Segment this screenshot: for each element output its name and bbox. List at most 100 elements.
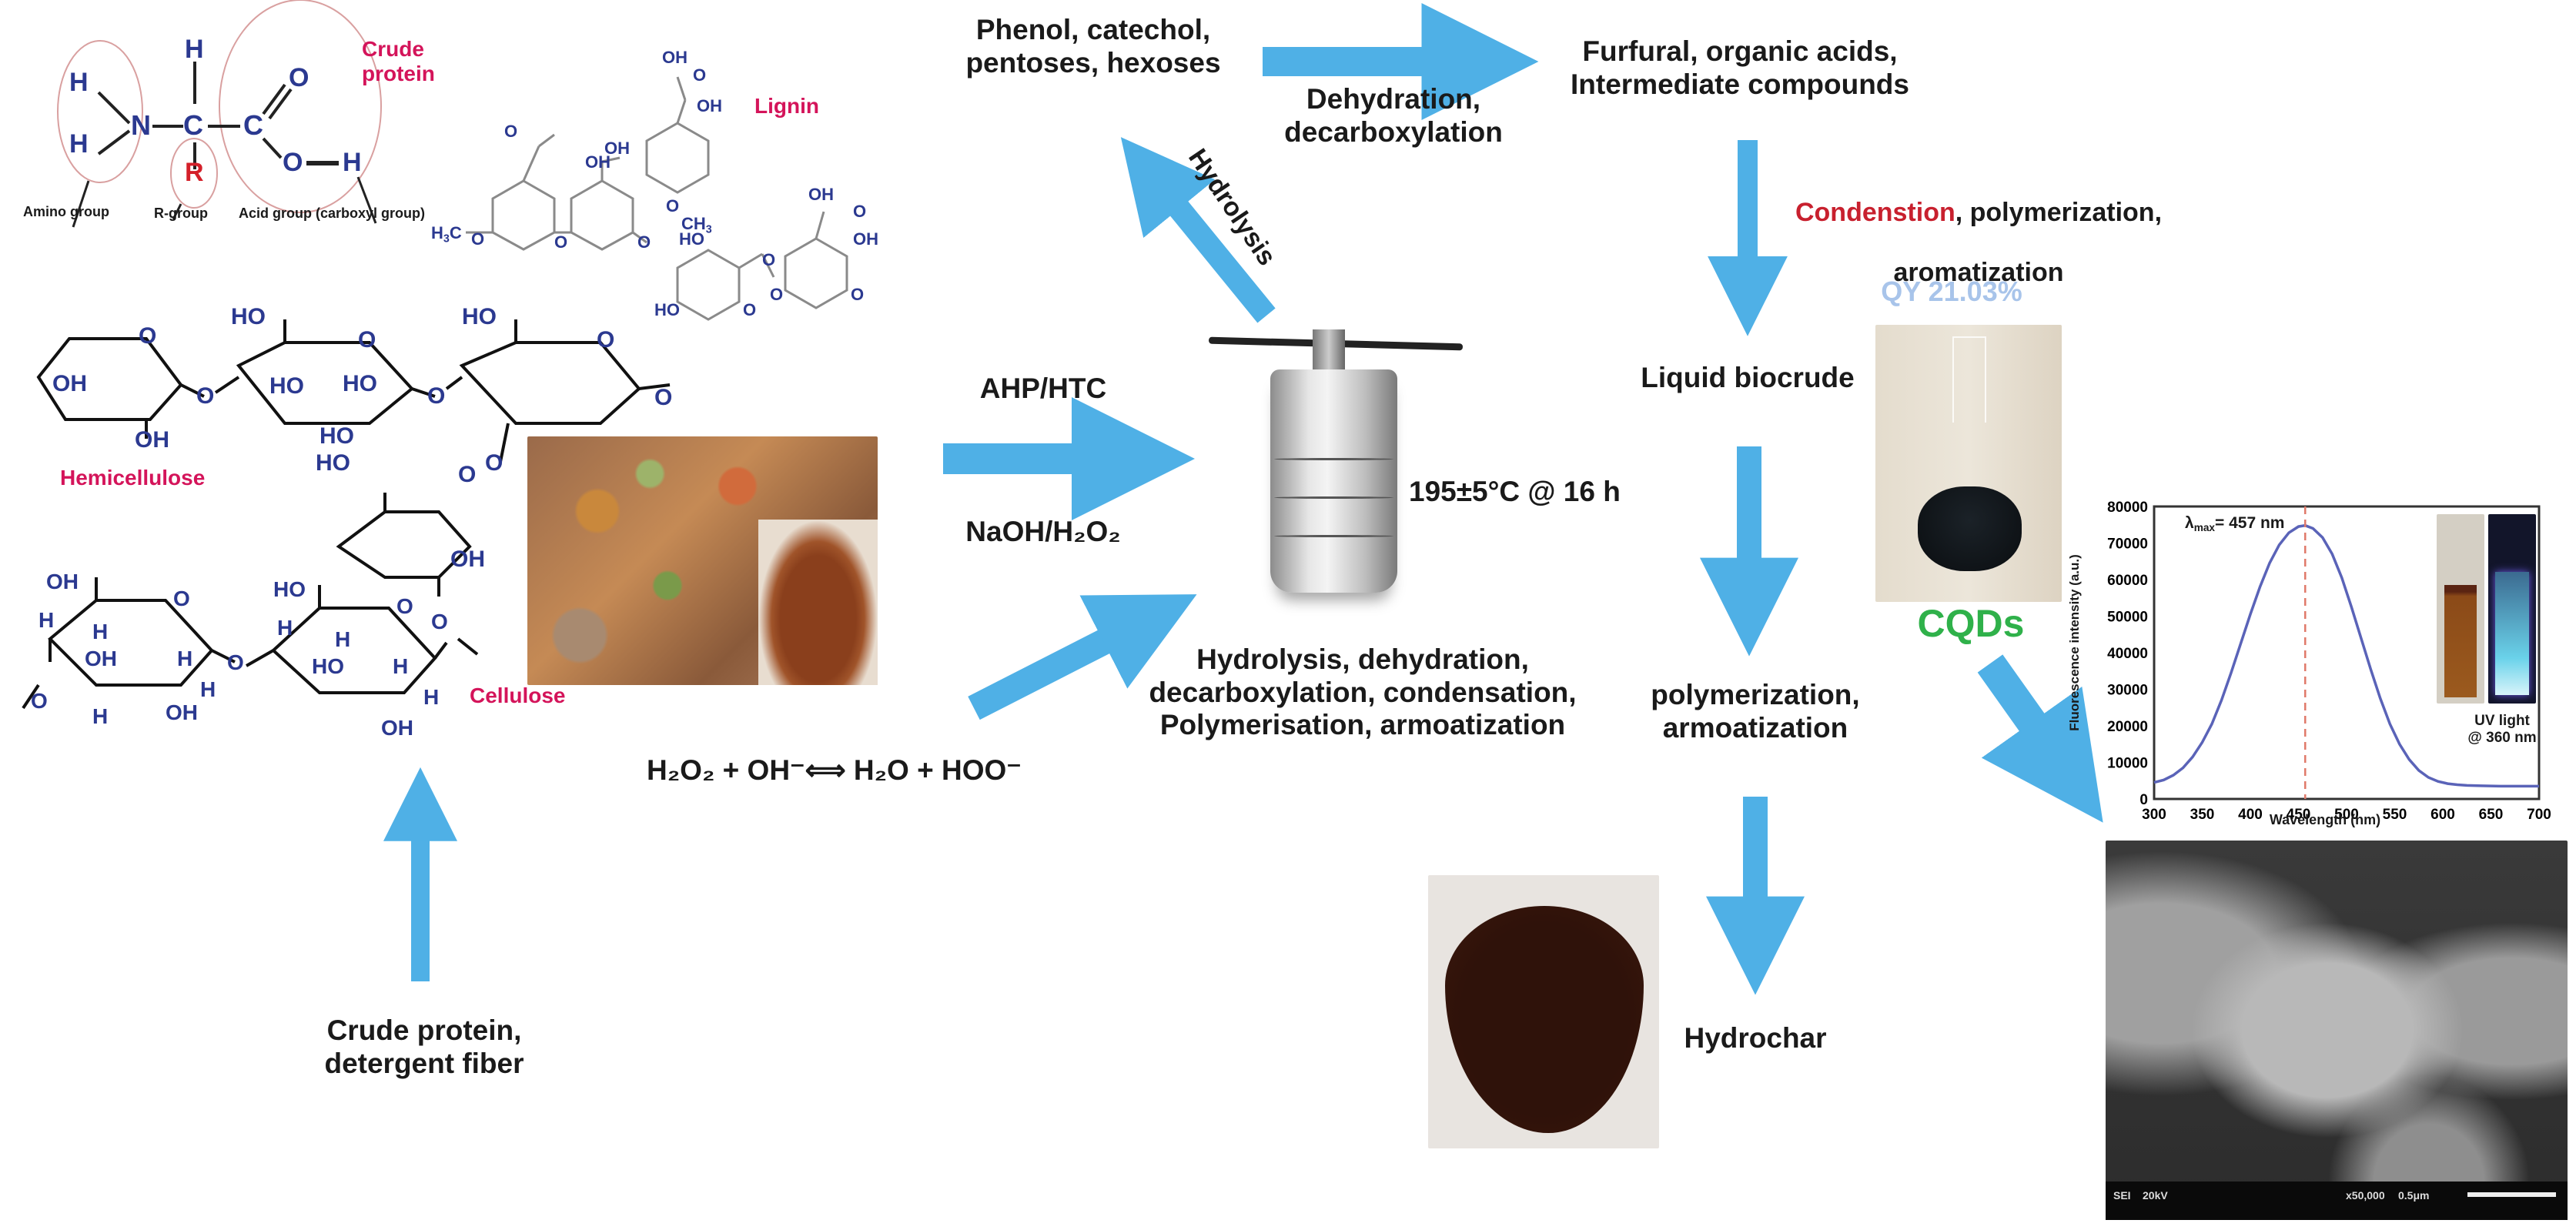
arrow-cqds-to-chart (1977, 654, 2103, 823)
alkaline-equation: H₂O₂ + OH⁻⟺ H₂O + HOO⁻ (647, 754, 1022, 786)
cuvette-uv-photo (2488, 514, 2536, 704)
atom-label: O (458, 462, 477, 487)
y-tick-label: 10000 (2107, 756, 2148, 772)
x-tick-label: 500 (2334, 807, 2359, 823)
reactor-ring (1274, 458, 1393, 460)
sem-info-bar: SEI 20kV x50,000 0.5μm (2106, 1182, 2568, 1220)
flask-neck (1952, 336, 1986, 423)
atom-label: O (431, 610, 448, 633)
y-tick-label: 20000 (2107, 719, 2148, 735)
atom-label: O (666, 196, 680, 216)
hydrochar-label: Hydrochar (1684, 1022, 1827, 1054)
atom-label: O (743, 300, 757, 319)
atom-label: OH (697, 96, 722, 115)
atom-h: H (69, 68, 89, 97)
atom-label: H (92, 704, 109, 728)
y-tick-label: 0 (2139, 792, 2148, 808)
chart-annotation: λmax= 457 nm (2185, 514, 2285, 534)
atom-label: H3C (431, 223, 462, 246)
atom-label: O (31, 689, 48, 713)
atom-label: O (637, 232, 651, 252)
atom-label: OH (46, 570, 79, 593)
atom-label: OH (52, 371, 87, 396)
atom-label: HO (316, 450, 350, 476)
atom-c: C (183, 109, 203, 141)
lignin-structure: O OH OH OH O OH H3C O O O O CH3 OH O OH … (431, 31, 893, 323)
atom-label: H (335, 627, 351, 651)
atom-label: OH (604, 139, 630, 158)
atom-label: HO (231, 304, 266, 329)
sem-scale-text: 0.5μm (2398, 1189, 2430, 1202)
atom-label: O (196, 383, 215, 409)
atom-label: O (485, 450, 503, 476)
y-tick-label: 40000 (2107, 646, 2148, 662)
acid-group-ring (219, 0, 382, 213)
condensation-label: Condenstion, polymerization, aromatizati… (1763, 168, 2194, 288)
cellulose-structure: OH HO O O O H H OH H H O O H OH H H HO H… (15, 570, 570, 754)
liquid-biocrude-label: Liquid biocrude (1641, 362, 1855, 393)
sem-scale-bar (2467, 1192, 2556, 1197)
atom-h: H (185, 35, 204, 64)
atom-label: O (227, 650, 244, 674)
atom-label: H (277, 616, 293, 640)
atom-label: HO (679, 229, 704, 249)
arrow-hydrolysis (1120, 137, 1276, 323)
reactor-condition: 195±5°C @ 16 h (1409, 476, 1621, 507)
atom-label: O (427, 383, 446, 409)
atom-label: OH (381, 716, 413, 740)
crude-protein-structure: H H N C H R C O O H Crude protein Amino … (15, 0, 435, 231)
y-tick-label: 80000 (2107, 500, 2148, 516)
cellulose-title: Cellulose (470, 684, 566, 707)
atom-label: HO (343, 371, 377, 396)
polymerization-label: polymerization, armoatization (1651, 679, 1860, 744)
atom-h: H (343, 148, 362, 177)
atom-label: OH (585, 152, 611, 172)
dehydration-label: Dehydration, decarboxylation (1284, 83, 1503, 148)
r-group-ring (170, 138, 218, 209)
atom-label: O (853, 202, 867, 221)
chart-ylabel: Fluorescence intensity (a.u.) (2067, 554, 2082, 731)
arrow-h2o2-to-reactor (968, 594, 1197, 720)
naoh-h2o2-label: NaOH/H₂O₂ (965, 516, 1121, 547)
uv-light-label: UV light @ 360 nm (2467, 713, 2537, 746)
atom-label: O (597, 327, 615, 353)
x-tick-label: 700 (2527, 807, 2551, 823)
reactor-ring (1274, 496, 1393, 499)
cuvette-uv-liquid (2495, 572, 2529, 695)
atom-label: O (504, 122, 518, 141)
lignin-title: Lignin (754, 94, 819, 118)
atom-label: O (173, 587, 190, 610)
atom-label: H (423, 685, 440, 709)
emission-curve (2153, 523, 2539, 788)
atom-c: C (243, 109, 263, 141)
condensation-red-word: Condenstion (1795, 198, 1955, 228)
atom-label: O (396, 594, 413, 618)
reactor-cap (1313, 329, 1345, 372)
x-tick-label: 300 (2142, 807, 2166, 823)
biomass-photo (527, 436, 878, 685)
x-tick-label: 650 (2479, 807, 2504, 823)
amino-group-ring (57, 40, 143, 183)
x-tick-label: 400 (2238, 807, 2263, 823)
chart-frame (2153, 505, 2541, 801)
y-tick-label: 70000 (2107, 536, 2148, 553)
x-tick-label: 350 (2190, 807, 2215, 823)
cuvette-visible-photo (2437, 514, 2484, 704)
amino-group-label: Amino group (23, 204, 109, 219)
atom-label: HO (462, 304, 497, 329)
sem-magnification: x50,000 (2346, 1189, 2385, 1202)
atom-label: O (358, 327, 376, 353)
chart-xlabel: Wavelength (nm) (2269, 812, 2381, 827)
atom-label: O (851, 285, 865, 304)
acid-group-label: Acid group (carboxyl group) (239, 206, 426, 221)
atom-r: R (185, 158, 204, 187)
cuvette-visible-liquid (2444, 585, 2477, 697)
atom-label: H (92, 620, 109, 643)
hemicellulose-title: Hemicellulose (60, 466, 206, 490)
atom-o: O (283, 148, 303, 177)
ground-powder-inset (758, 520, 878, 685)
atom-label: O (654, 385, 673, 410)
atom-label: O (139, 323, 157, 349)
reactor-ring (1274, 535, 1393, 537)
